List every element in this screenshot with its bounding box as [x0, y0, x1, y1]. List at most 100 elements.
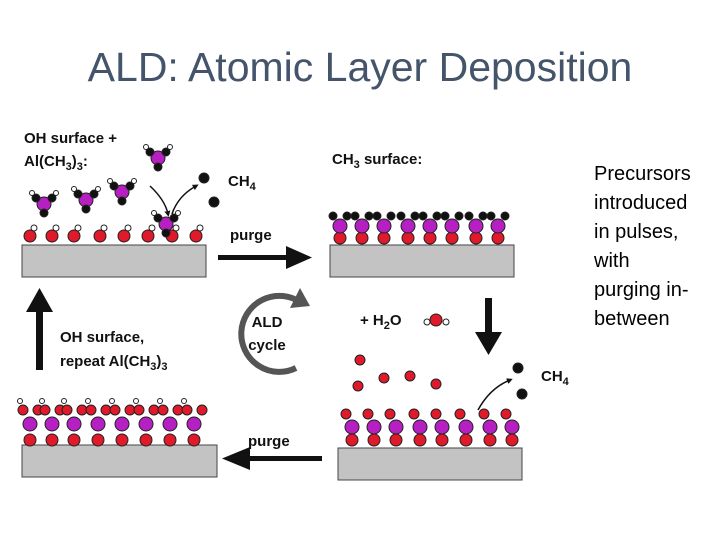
aluminum-atom	[504, 419, 520, 435]
oxygen-atom	[491, 231, 505, 245]
hydrogen-atom	[29, 190, 35, 196]
carbon-atom	[342, 211, 352, 221]
hydrogen-atom	[172, 224, 180, 232]
side-caption-line: with	[594, 250, 630, 272]
carbon-atom	[410, 211, 420, 221]
label-oh-surface-al-line1: OH surface +	[24, 130, 117, 147]
hydrogen-atom	[52, 224, 60, 232]
carbon-atom	[73, 189, 83, 199]
label-ald-cycle-2: cycle	[248, 337, 286, 354]
oxygen-atom	[404, 370, 416, 382]
oxygen-atom	[345, 433, 359, 447]
oxygen-atom	[408, 408, 420, 420]
hydrogen-atom	[39, 398, 45, 404]
label-purge-top: purge	[230, 227, 272, 244]
aluminum-atom	[458, 419, 474, 435]
hydrogen-atom	[148, 224, 156, 232]
carbon-atom	[440, 211, 450, 221]
hydrogen-atom	[95, 186, 101, 192]
oxygen-atom	[454, 408, 466, 420]
oxygen-atom	[39, 404, 51, 416]
hydrogen-atom	[151, 210, 157, 216]
carbon-atom	[328, 211, 338, 221]
oxygen-atom	[354, 354, 366, 366]
oxygen-atom	[389, 433, 403, 447]
carbon-atom	[512, 362, 524, 374]
oxygen-atom	[189, 229, 203, 243]
oxygen-atom	[17, 404, 29, 416]
cycle-arrow-icon	[238, 288, 310, 375]
hydrogen-atom	[131, 178, 137, 184]
hydrogen-atom	[74, 224, 82, 232]
carbon-atom	[169, 213, 179, 223]
aluminum-atom	[366, 419, 382, 435]
oxygen-atom	[141, 229, 155, 243]
carbon-atom	[386, 211, 396, 221]
carbon-atom	[464, 211, 474, 221]
oxygen-atom	[67, 229, 81, 243]
label-ch4-bottom: CH4	[541, 368, 570, 388]
substrate-top-left	[21, 244, 207, 278]
oxygen-atom	[163, 433, 177, 447]
oxygen-atom	[413, 433, 427, 447]
oxygen-atom	[91, 433, 105, 447]
oxygen-atom	[23, 433, 37, 447]
carbon-atom	[117, 196, 127, 206]
side-caption-line: in pulses,	[594, 221, 679, 243]
arrow-left-purge	[222, 447, 322, 470]
carbon-atom	[350, 211, 360, 221]
hydrogen-atom	[107, 178, 113, 184]
oxygen-atom	[139, 433, 153, 447]
carbon-atom	[81, 204, 91, 214]
hydrogen-atom	[175, 210, 181, 216]
carbon-atom	[432, 211, 442, 221]
oxygen-atom	[61, 404, 73, 416]
carbon-atom	[161, 228, 171, 238]
side-caption-line: introduced	[594, 192, 688, 214]
hydrogen-atom	[157, 398, 163, 404]
oxygen-atom	[377, 231, 391, 245]
oxygen-atom	[401, 231, 415, 245]
label-h2o: + H2O	[360, 312, 402, 332]
carbon-atom	[89, 189, 99, 199]
aluminum-atom	[490, 218, 506, 234]
label-purge-bottom: purge	[248, 433, 290, 450]
label-ald-cycle-1: ALD	[252, 314, 283, 331]
oxygen-atom	[67, 433, 81, 447]
carbon-atom	[372, 211, 382, 221]
oxygen-atom	[85, 404, 97, 416]
carbon-atom	[125, 181, 135, 191]
page-title: ALD: Atomic Layer Deposition	[87, 44, 633, 90]
oxygen-atom	[445, 231, 459, 245]
label-oh-surface-al-line2: Al(CH3)3:	[24, 153, 88, 173]
oxygen-atom	[23, 229, 37, 243]
oxygen-atom	[45, 229, 59, 243]
carbon-atom	[478, 211, 488, 221]
carbon-atom	[454, 211, 464, 221]
carbon-atom	[109, 181, 119, 191]
carbon-atom	[198, 172, 210, 184]
hydrogen-atom	[85, 398, 91, 404]
carbon-atom	[153, 213, 163, 223]
carbon-atom	[161, 147, 171, 157]
arrow-down	[475, 298, 502, 355]
carbon-atom	[208, 196, 220, 208]
oxygen-atom	[133, 404, 145, 416]
side-caption: Precursors introduced in pulses, with pu…	[594, 160, 691, 334]
aluminum-atom	[186, 416, 202, 432]
aluminum-atom	[90, 416, 106, 432]
side-caption-line: Precursors	[594, 163, 691, 185]
hydrogen-atom	[30, 224, 38, 232]
hydrogen-atom	[133, 398, 139, 404]
oxygen-atom	[355, 231, 369, 245]
aluminum-atom	[138, 416, 154, 432]
oxygen-atom	[196, 404, 208, 416]
carbon-atom	[31, 193, 41, 203]
oxygen-atom	[333, 231, 347, 245]
aluminum-atom	[468, 218, 484, 234]
carbon-atom	[486, 211, 496, 221]
oxygen-atom	[157, 404, 169, 416]
aluminum-atom	[332, 218, 348, 234]
aluminum-atom	[434, 419, 450, 435]
oxygen-atom	[340, 408, 352, 420]
